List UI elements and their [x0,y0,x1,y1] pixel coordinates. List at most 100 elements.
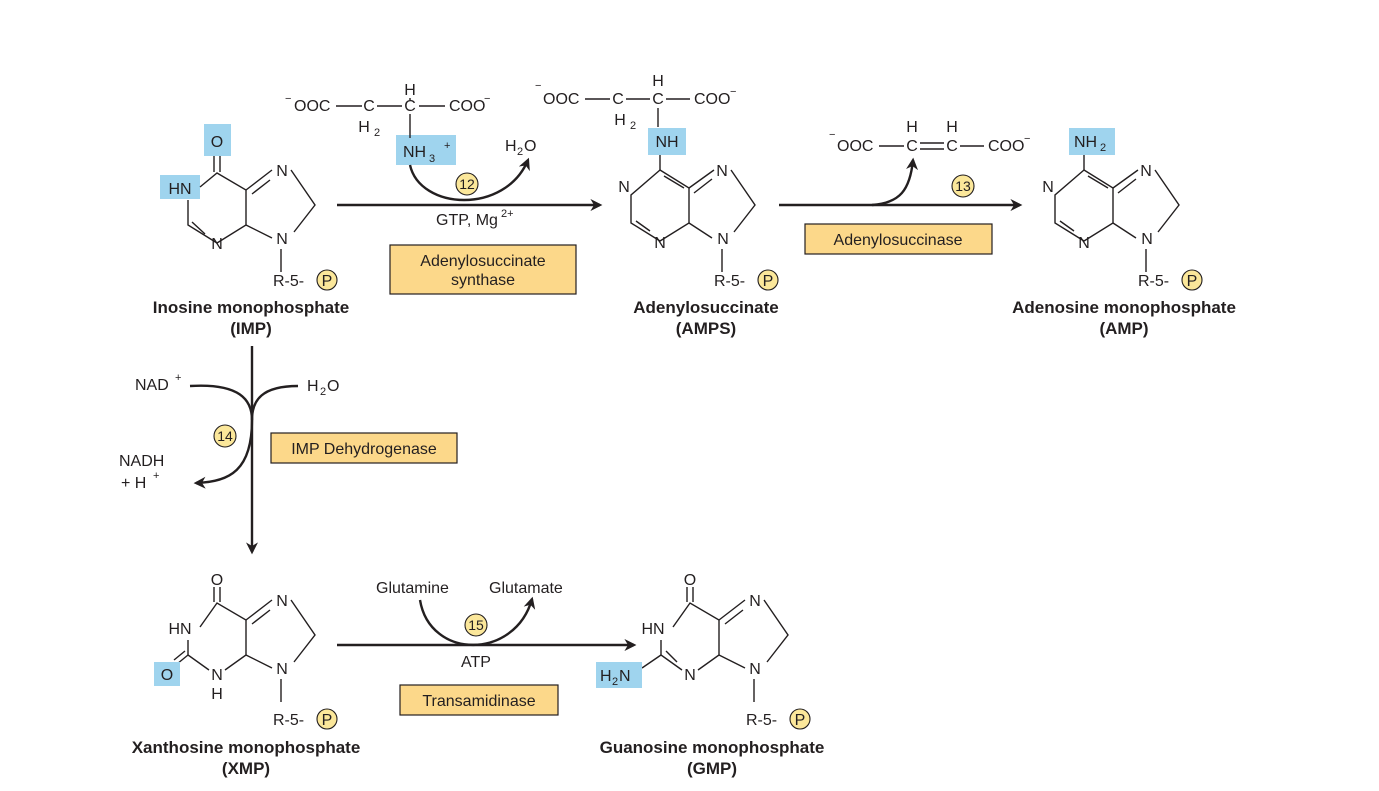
svg-text:O: O [161,667,173,684]
imp-hn-label: HN [168,181,191,198]
aspartate-structure: − OOC C C COO − H H 2 NH 3 + [285,82,490,165]
svg-text:12: 12 [459,176,475,192]
gmp-name: Guanosine monophosphate [600,738,825,757]
svg-text:Glutamine: Glutamine [376,580,449,597]
svg-text:N: N [1042,179,1054,196]
svg-text:−: − [535,80,541,92]
svg-text:O: O [684,572,696,589]
aspartate-nh3-highlight [396,135,456,165]
svg-text:+: + [153,470,159,482]
svg-text:N: N [211,667,223,684]
amps-name: Adenylosuccinate [633,298,779,317]
xmp-phosphate-icon [316,708,338,730]
reaction-12: H 2 O 12 GTP, Mg 2+ Adenylosuccinate syn… [337,138,603,295]
amp-name: Adenosine monophosphate [1012,298,1236,317]
svg-text:13: 13 [955,178,971,194]
xmp-name: Xanthosine monophosphate [132,738,361,757]
svg-text:COO: COO [694,91,730,108]
amps-nh-highlight [648,128,686,155]
reaction-14-side-arrow [193,419,254,489]
imp-name: Inosine monophosphate [153,298,349,317]
svg-text:14: 14 [217,428,233,444]
svg-text:2: 2 [517,146,523,158]
svg-text:−: − [730,86,736,98]
enzyme-box-transamidinase [399,684,559,716]
amps-abbr: (AMPS) [676,319,736,338]
svg-text:15: 15 [468,617,484,633]
svg-text:N: N [618,179,630,196]
imp-n9-label: N [276,231,288,248]
amp-phosphate-icon [1181,269,1203,291]
svg-text:C: C [612,91,624,108]
amps-structure: − OOC C C COO − H H 2 NH N N N N R-5- P … [535,73,779,338]
imp-phosphate-icon [316,269,338,291]
svg-text:2: 2 [1100,142,1106,154]
svg-text:−: − [285,93,291,105]
svg-text:P: P [795,712,806,729]
svg-text:OOC: OOC [543,91,579,108]
gmp-phosphate-icon [789,708,811,730]
reaction-15-side-arrow [418,596,536,646]
imp-abbr: (IMP) [230,319,272,338]
svg-text:2+: 2+ [501,208,514,220]
svg-text:N: N [654,235,666,252]
svg-text:P: P [1187,273,1198,290]
svg-text:O: O [211,572,223,589]
svg-text:HN: HN [168,621,191,638]
svg-text:N: N [1140,163,1152,180]
svg-text:O: O [327,378,339,395]
svg-text:OOC: OOC [837,138,873,155]
svg-text:C: C [946,138,958,155]
svg-text:−: − [1024,133,1030,145]
reaction-13-side-arrow [871,157,919,207]
xmp-structure: O HN O N H N N R-5- P Xanthosine monopho… [132,572,361,778]
svg-text:R-5-: R-5- [273,712,304,729]
svg-text:R-5-: R-5- [1138,273,1169,290]
svg-text:2: 2 [630,120,636,132]
svg-text:2: 2 [320,386,326,398]
imp-n3-label: N [211,236,223,253]
svg-text:C: C [906,138,918,155]
svg-text:H: H [404,82,416,99]
imp-structure: O HN N N N R-5- P Inosine monophosphate … [153,124,349,338]
svg-text:N: N [276,593,288,610]
svg-text:NH: NH [403,144,426,161]
svg-text:C: C [652,91,664,108]
svg-text:synthase: synthase [451,272,515,289]
svg-text:N: N [619,668,631,685]
enzyme-box-adenylosuccinase [804,223,993,255]
svg-text:COO: COO [988,138,1024,155]
svg-text:NAD: NAD [135,377,169,394]
amps-phosphate-icon [757,269,779,291]
reaction-13: − OOC C C COO − H H 13 Adenylosuccinase [779,119,1030,255]
svg-text:H: H [906,119,918,136]
svg-text:ATP: ATP [461,654,491,671]
reaction-12-cofactor: GTP, Mg [436,212,498,229]
svg-text:H: H [358,119,370,136]
reaction-12-side-arrow [408,157,530,202]
svg-text:2: 2 [612,676,618,688]
svg-text:HN: HN [641,621,664,638]
amp-nh2-highlight [1069,128,1115,155]
svg-text:Transamidinase: Transamidinase [422,693,535,710]
imp-o-label: O [211,134,223,151]
imp-hn-highlight [160,175,200,199]
svg-text:N: N [276,661,288,678]
svg-text:N: N [749,661,761,678]
svg-text:+ H: + H [121,475,146,492]
svg-text:+: + [444,140,450,152]
gmp-structure: O HN H 2 N N N N R-5- P Guanosine monoph… [596,572,824,778]
svg-text:O: O [524,138,536,155]
svg-text:−: − [484,93,490,105]
svg-text:N: N [749,593,761,610]
svg-text:OOC: OOC [294,98,330,115]
svg-text:+: + [175,372,181,384]
enzyme-box-adenylosuccinate-synthase [389,244,577,295]
svg-text:Adenylosuccinate: Adenylosuccinate [420,253,546,270]
svg-text:N: N [717,231,729,248]
svg-text:P: P [322,273,333,290]
imp-o-highlight [204,124,231,156]
svg-text:C: C [404,98,416,115]
svg-text:R-5-: R-5- [746,712,777,729]
svg-text:H: H [946,119,958,136]
